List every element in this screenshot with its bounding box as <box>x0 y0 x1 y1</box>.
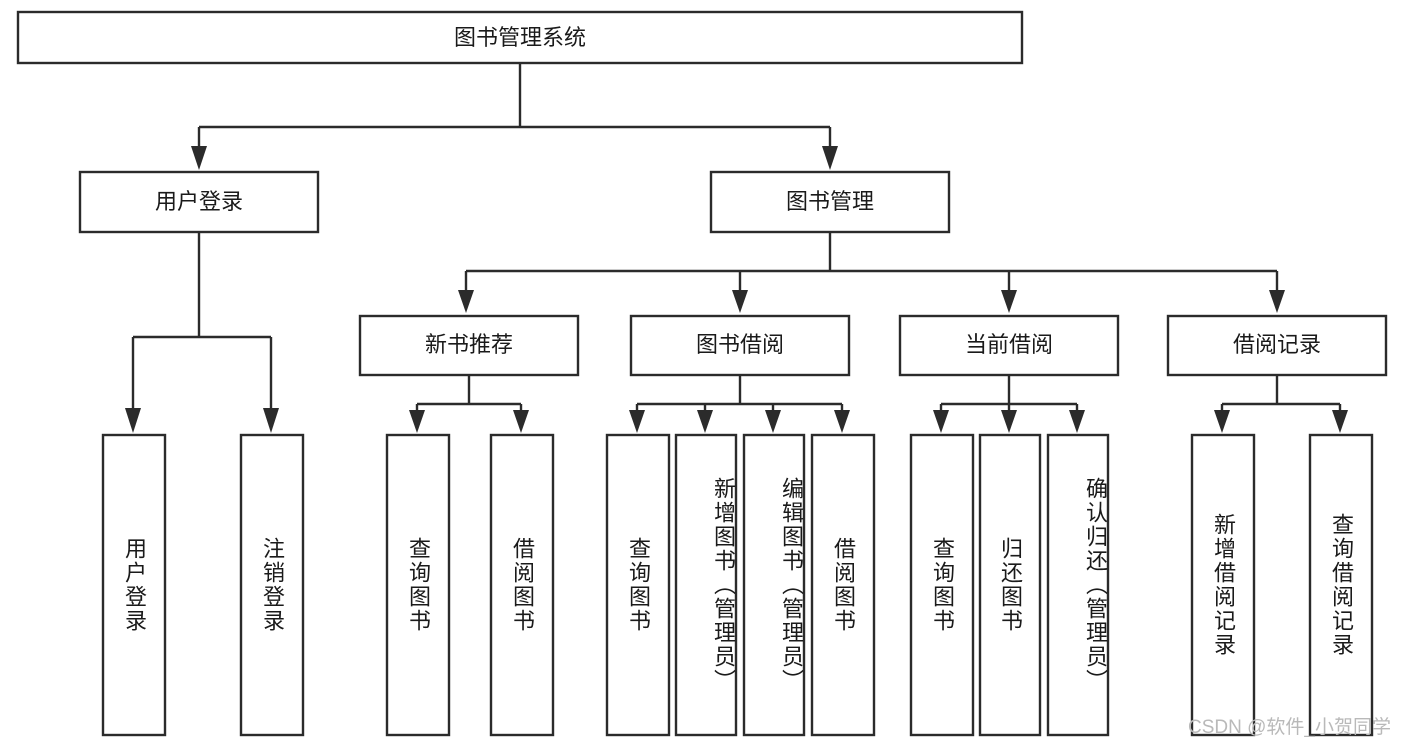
leaf-boxes <box>101 433 1374 737</box>
node-leaf-borrow-book-2 <box>810 433 876 737</box>
node-book-manage[interactable]: 图书管理 <box>709 170 951 234</box>
node-book-borrow-label: 图书借阅 <box>696 332 784 357</box>
node-leaf-borrow-book-1 <box>489 433 555 737</box>
connector-root-to-level2 <box>191 63 838 170</box>
node-leaf-query-book-2 <box>605 433 671 737</box>
node-borrow-record-label: 借阅记录 <box>1233 332 1321 357</box>
node-book-manage-label: 图书管理 <box>786 189 874 214</box>
csdn-watermark: CSDN @软件_小贺同学 <box>1188 717 1391 738</box>
node-root[interactable]: 图书管理系统 <box>16 10 1024 65</box>
node-leaf-return-book <box>978 433 1042 737</box>
node-leaf-query-book-1 <box>385 433 451 737</box>
node-new-book-rec[interactable]: 新书推荐 <box>358 314 580 377</box>
node-new-book-rec-label: 新书推荐 <box>425 332 513 357</box>
node-leaf-add-record <box>1190 433 1256 737</box>
node-user-login-label: 用户登录 <box>155 189 243 214</box>
connector-user-login-to-leaves <box>125 232 279 433</box>
node-leaf-add-book <box>674 433 738 737</box>
node-leaf-user-login <box>101 433 167 737</box>
node-current-borrow[interactable]: 当前借阅 <box>898 314 1120 377</box>
node-leaf-query-book-3 <box>909 433 975 737</box>
node-leaf-confirm-return <box>1046 433 1110 737</box>
node-book-borrow[interactable]: 图书借阅 <box>629 314 851 377</box>
connector-current-borrow-to-leaves <box>933 375 1085 433</box>
connector-book-manage-to-level3 <box>458 232 1285 313</box>
node-leaf-query-record <box>1308 433 1374 737</box>
connector-book-borrow-to-leaves <box>629 375 850 433</box>
node-root-label: 图书管理系统 <box>454 25 586 50</box>
node-leaf-edit-book <box>742 433 806 737</box>
node-leaf-user-logout <box>239 433 305 737</box>
node-user-login[interactable]: 用户登录 <box>78 170 320 234</box>
node-borrow-record[interactable]: 借阅记录 <box>1166 314 1388 377</box>
node-current-borrow-label: 当前借阅 <box>965 332 1053 357</box>
connector-borrow-record-to-leaves <box>1214 375 1348 433</box>
connector-new-book-rec-to-leaves <box>409 375 529 433</box>
